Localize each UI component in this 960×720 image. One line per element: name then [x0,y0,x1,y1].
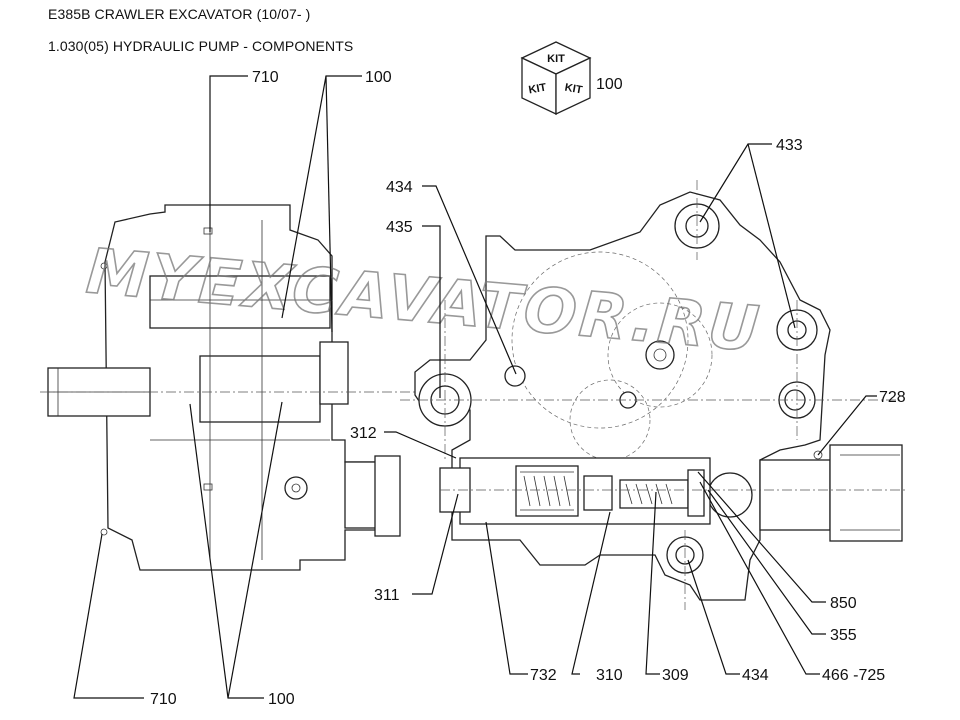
pump-side-view [40,204,420,571]
kit-face-right: KIT [564,82,584,97]
regulator-front-view [400,180,905,610]
callout-728: 728 [879,389,906,406]
callout-310: 310 [596,667,623,684]
callout-309: 309 [662,667,689,684]
callout-710-bottom: 710 [150,691,177,708]
callout-100-top: 100 [365,69,392,86]
callout-434-top: 434 [386,179,413,196]
callout-435: 435 [386,219,413,236]
callout-100-bottom: 100 [268,691,295,708]
callout-311: 311 [374,587,400,604]
drawing-title: E385B CRAWLER EXCAVATOR (10/07- ) [48,6,311,22]
callout-732: 732 [530,667,557,684]
kit-face-top: KIT [547,53,565,65]
callout-850: 850 [830,595,857,612]
kit-cube-icon: KIT KIT KIT [520,41,592,116]
leader-lines [73,75,877,699]
callout-466-725: 466 -725 [822,667,885,684]
kit-callout: 100 [596,76,623,93]
drawing-subtitle: 1.030(05) HYDRAULIC PUMP - COMPONENTS [48,38,354,54]
callout-312: 312 [350,425,377,442]
callout-434-bottom: 434 [742,667,769,684]
kit-face-left: KIT [528,82,548,97]
callout-433: 433 [776,137,803,154]
callout-355: 355 [830,627,857,644]
callout-710-top: 710 [252,69,279,86]
